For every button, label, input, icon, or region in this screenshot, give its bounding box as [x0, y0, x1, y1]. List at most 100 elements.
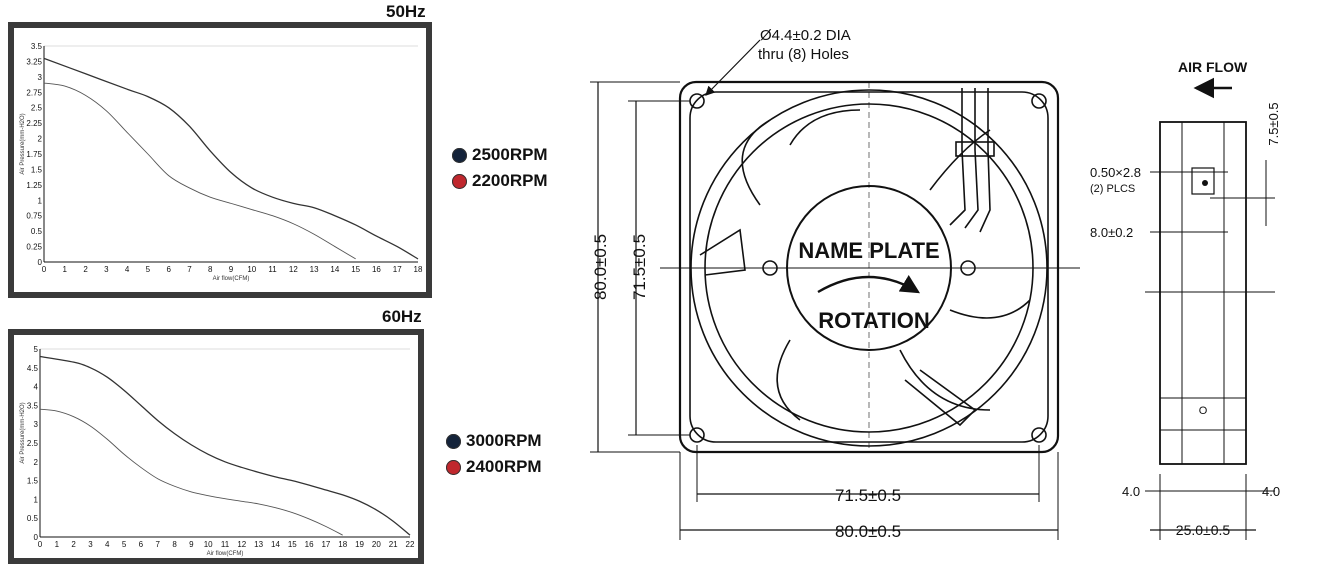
y-tick-label: 3 — [34, 420, 39, 429]
x-tick-label: 21 — [389, 540, 398, 549]
terminal — [1191, 167, 1215, 195]
x-tick-label: 11 — [221, 540, 230, 549]
fan-venturi-outer — [690, 89, 1048, 447]
chart-title-50hz: 50Hz — [386, 2, 426, 21]
x-tick-label: 0 — [42, 265, 47, 274]
dim-left-4: 4.0 — [1122, 484, 1140, 499]
name-plate-label: NAME PLATE — [798, 238, 939, 263]
y-tick-label: 3.5 — [31, 42, 43, 51]
x-tick-label: 6 — [166, 265, 171, 274]
red-dot-icon — [446, 459, 461, 475]
y-tick-label: 1.75 — [26, 150, 42, 159]
chart-title-60hz: 60Hz — [382, 307, 422, 326]
dim-7-5: 7.5±0.5 — [1266, 102, 1281, 145]
fan-frame-inner — [689, 91, 1049, 443]
y-axis-label: Air Pressure(mm-H2O) — [20, 402, 26, 463]
x-tick-label: 4 — [105, 540, 110, 549]
hole-note-1: Ø4.4±0.2 DIA — [760, 27, 851, 44]
x-tick-label: 7 — [187, 265, 192, 274]
x-tick-label: 2 — [83, 265, 88, 274]
x-tick-label: 15 — [351, 265, 360, 274]
y-tick-label: 0.5 — [27, 514, 39, 523]
fan-strut — [904, 369, 977, 427]
y-axis-label: Air Pressure(mm-H2O) — [20, 113, 26, 174]
rotation-label: ROTATION — [818, 308, 930, 333]
hole-leader — [705, 39, 761, 96]
dim-inner-horizontal: 71.5±0.5 — [835, 486, 901, 505]
x-tick-label: 8 — [208, 265, 213, 274]
terminal-dot — [1202, 180, 1208, 186]
fan-wire — [979, 88, 991, 233]
y-tick-label: 1 — [34, 495, 39, 504]
legend-60hz: 3000RPM 2400RPM — [446, 428, 542, 480]
fan-wire — [964, 88, 979, 229]
x-tick-label: 2 — [71, 540, 76, 549]
x-tick-label: 16 — [305, 540, 314, 549]
x-tick-label: 15 — [288, 540, 297, 549]
x-tick-label: 19 — [355, 540, 364, 549]
x-tick-label: 13 — [310, 265, 319, 274]
x-tick-label: 5 — [146, 265, 151, 274]
x-tick-label: 9 — [229, 265, 234, 274]
mounting-hole — [689, 427, 705, 443]
y-tick-label: 2 — [34, 458, 39, 467]
y-tick-label: 2.5 — [31, 104, 43, 113]
legend-item-2400rpm: 2400RPM — [446, 454, 542, 480]
legend-item-2500rpm: 2500RPM — [452, 142, 548, 168]
fan-blade — [776, 339, 801, 421]
mounting-hole — [762, 260, 778, 276]
y-tick-label: 1.5 — [27, 477, 39, 486]
y-tick-label: 3.25 — [26, 57, 42, 66]
x-tick-label: 12 — [237, 540, 246, 549]
rotation-arrow — [817, 275, 921, 294]
fan-wire — [949, 88, 966, 226]
y-tick-label: 3 — [38, 73, 43, 82]
fan-blade — [929, 129, 991, 191]
legend-label: 2200RPM — [472, 171, 548, 190]
wire-clip — [955, 141, 995, 157]
mounting-hole — [960, 260, 976, 276]
series-line-3000rpm — [39, 355, 411, 536]
legend-label: 2400RPM — [466, 457, 542, 476]
terminal-count: (2) PLCS — [1090, 183, 1135, 195]
y-tick-label: 1.5 — [31, 165, 43, 174]
hole-note-2: thru (8) Holes — [758, 46, 849, 63]
mounting-hole — [1031, 427, 1047, 443]
x-axis-label: Air flow(CFM) — [213, 276, 250, 282]
x-tick-label: 11 — [268, 265, 277, 274]
legend-item-3000rpm: 3000RPM — [446, 428, 542, 454]
fan-side-view — [1159, 121, 1247, 465]
side-mark: O — [1199, 405, 1208, 417]
y-tick-label: 2.5 — [27, 439, 39, 448]
dim-outer-horizontal: 80.0±0.5 — [835, 522, 901, 541]
y-tick-label: 0.25 — [26, 243, 42, 252]
y-tick-label: 0 — [38, 258, 43, 267]
y-tick-label: 2.75 — [26, 88, 42, 97]
x-tick-label: 16 — [372, 265, 381, 274]
x-tick-label: 22 — [406, 540, 415, 549]
y-tick-label: 2.25 — [26, 119, 42, 128]
x-tick-label: 6 — [139, 540, 144, 549]
x-tick-label: 17 — [393, 265, 402, 274]
series-line-2200rpm — [43, 82, 356, 260]
terminal-size: 0.50×2.8 — [1090, 165, 1141, 180]
x-tick-label: 7 — [156, 540, 161, 549]
y-tick-label: 3.5 — [27, 401, 39, 410]
y-tick-label: 1 — [38, 196, 43, 205]
red-dot-icon — [452, 173, 467, 189]
x-tick-label: 18 — [338, 540, 347, 549]
y-tick-label: 4.5 — [27, 364, 39, 373]
x-tick-label: 8 — [172, 540, 177, 549]
fan-blade — [899, 349, 991, 411]
x-tick-label: 9 — [189, 540, 194, 549]
fan-blade — [949, 299, 1031, 319]
x-tick-label: 18 — [414, 265, 423, 274]
x-tick-label: 12 — [289, 265, 298, 274]
x-tick-label: 20 — [372, 540, 381, 549]
y-tick-label: 4 — [34, 383, 39, 392]
fan-blade — [789, 109, 861, 146]
y-tick-label: 5 — [34, 345, 39, 354]
